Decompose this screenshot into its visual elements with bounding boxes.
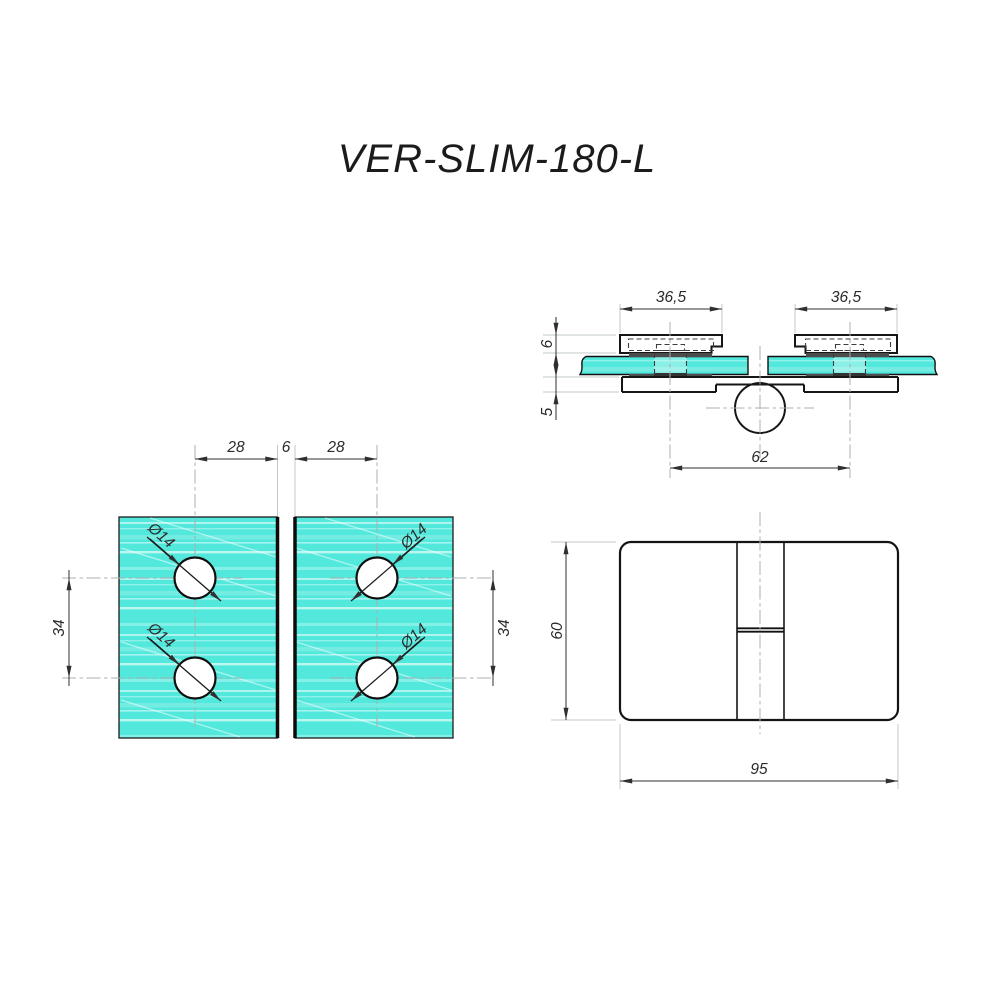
section-view: 36,5 36,5 6 5 62 — [539, 289, 939, 478]
front-view: Ø14 Ø14 Ø14 Ø14 28 6 28 34 34 — [51, 439, 513, 739]
dim-knuckle-spacing: 62 — [751, 449, 769, 466]
section-top-plate-left — [619, 334, 723, 354]
front-dimensions: 28 6 28 34 34 — [51, 439, 513, 686]
section-centerlines — [669, 322, 851, 478]
dim-body-height: 60 — [549, 622, 566, 640]
dim-glass-gap: 6 — [282, 439, 291, 456]
dim-hole-spacing-left: 34 — [51, 619, 68, 637]
page-title: VER-SLIM-180-L — [338, 137, 657, 181]
dim-hole-offset-right: 28 — [326, 439, 345, 456]
hole-diameter-leaders — [146, 536, 426, 702]
plan-dimensions: 60 95 — [549, 541, 899, 789]
section-hidden-detail — [627, 338, 892, 374]
front-glass-panel-right — [294, 516, 454, 739]
dim-clamp-width-left: 36,5 — [656, 289, 687, 306]
dim-top-plate-thickness: 6 — [539, 339, 556, 348]
section-dimensions: 36,5 36,5 6 5 62 — [539, 289, 898, 471]
dim-body-width: 95 — [750, 761, 768, 778]
dim-clamp-width-right: 36,5 — [831, 289, 862, 306]
front-glass-panel-left — [118, 516, 279, 739]
dim-hole-spacing-right: 34 — [496, 619, 513, 637]
plan-view: 60 95 — [549, 512, 900, 789]
dim-bottom-plate-thickness: 5 — [539, 407, 556, 416]
section-glass-left — [578, 355, 749, 376]
dim-hole-offset-left: 28 — [226, 439, 245, 456]
section-glass-right — [767, 355, 939, 376]
